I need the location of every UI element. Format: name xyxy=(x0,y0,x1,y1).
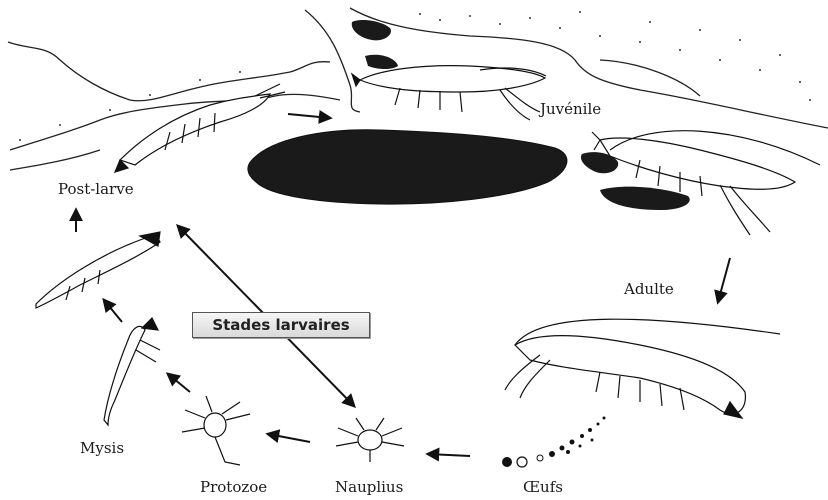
label-post-larve: Post-larve xyxy=(58,182,134,197)
eggs xyxy=(502,417,606,468)
protozoea-larva xyxy=(182,396,250,465)
nauplius-larva xyxy=(336,418,404,462)
label-juvenile: Juvénile xyxy=(540,102,601,117)
adult-shrimp-sea xyxy=(592,131,820,235)
label-mysis: Mysis xyxy=(80,441,124,456)
larval-stages-label: Stades larvaires xyxy=(212,316,349,334)
label-nauplius: Nauplius xyxy=(335,480,403,495)
island xyxy=(248,130,567,204)
label-protozoe: Protozoe xyxy=(200,480,267,495)
mysis-larva xyxy=(104,318,160,425)
adult-shrimp-ocean xyxy=(505,319,780,418)
label-adulte: Adulte xyxy=(624,282,674,297)
late-larva-shrimp xyxy=(36,232,160,308)
juvenile-shrimp xyxy=(352,66,546,120)
label-oeufs: Œufs xyxy=(523,480,563,495)
larval-stages-box: Stades larvaires xyxy=(192,312,370,338)
